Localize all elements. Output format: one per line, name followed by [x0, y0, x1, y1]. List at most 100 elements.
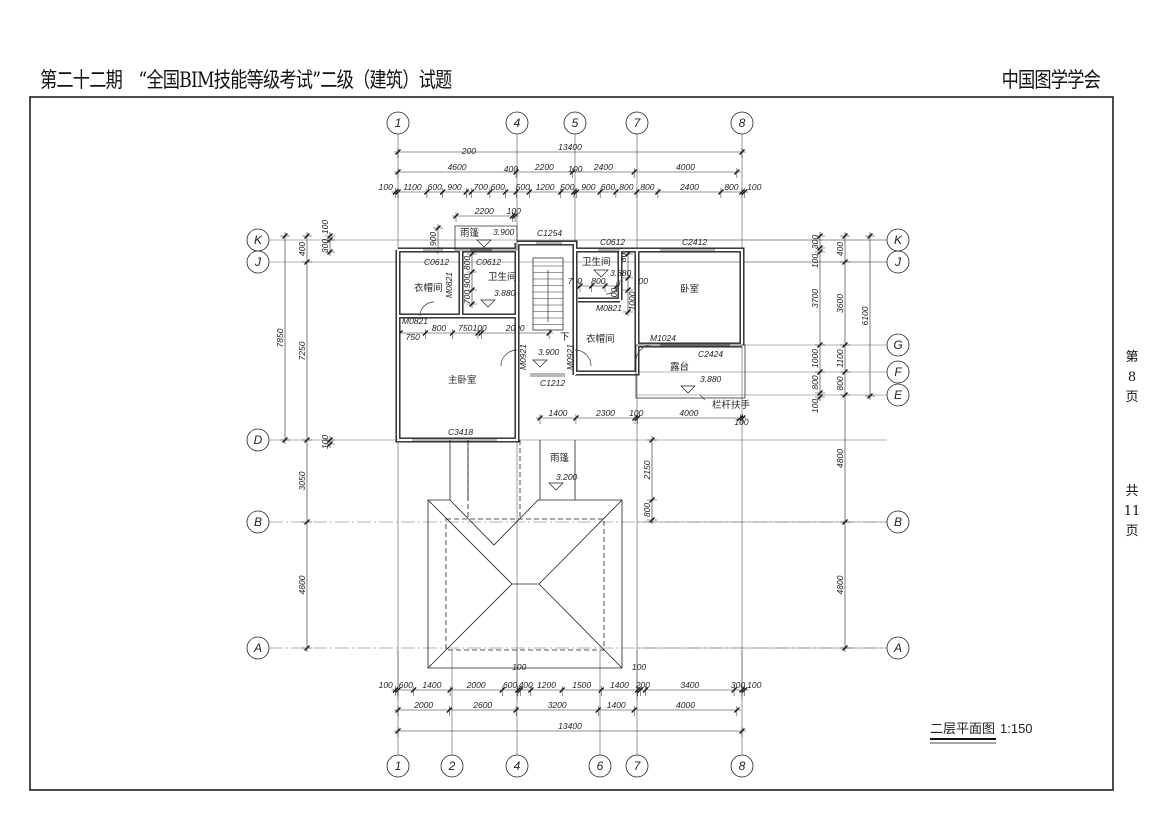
dim-label: 600	[601, 182, 615, 192]
dim-label: 1000	[627, 291, 637, 310]
dim-label: 1200	[537, 680, 556, 690]
dim-label: 900	[581, 182, 595, 192]
axis-label: A	[253, 641, 262, 655]
dim-label: 800	[432, 323, 446, 333]
axis-bubble-D: D	[246, 428, 270, 452]
axis-bubble-E: E	[886, 383, 910, 407]
dim-label: 200	[635, 680, 650, 690]
axis-bubble-B: B	[886, 510, 910, 534]
axis-circle	[505, 754, 529, 778]
door-tag: M0821	[444, 272, 454, 298]
axis-label: D	[254, 433, 263, 447]
dim-label: 4000	[679, 408, 698, 418]
dim-label: 2300	[595, 408, 615, 418]
axis-label: 1	[395, 759, 402, 773]
dim-label: 4600	[448, 162, 467, 172]
dim-label: 4000	[676, 700, 695, 710]
axis-bubble-4: 4	[505, 754, 529, 778]
dim-label: 500	[516, 182, 530, 192]
dim-label: 1500	[572, 680, 591, 690]
axis-bubble-1: 1	[386, 754, 410, 778]
axis-bubble-7: 7	[625, 754, 649, 778]
dim-label: 600	[399, 680, 413, 690]
dim-label: 750	[406, 332, 420, 342]
dim-label: 900	[462, 274, 472, 288]
axis-label: J	[894, 255, 902, 269]
dim-label: 100	[379, 182, 393, 192]
window-tag: C2424	[698, 349, 723, 359]
dim-label: 2200	[474, 206, 494, 216]
drawing-title: 二层平面图 1:150	[930, 721, 1033, 744]
window-tag: C3418	[448, 427, 473, 437]
dim-label: 800	[810, 375, 820, 389]
dim-label: 100	[507, 206, 521, 216]
elevation-label: 3.880	[700, 374, 722, 384]
axis-bubble-K: K	[886, 228, 910, 252]
dim-label: 100	[632, 662, 646, 672]
axis-circle	[886, 383, 910, 407]
axis-circle	[886, 333, 910, 357]
axis-bubble-6: 6	[588, 754, 612, 778]
room-label-bathroom: 卫生间	[582, 256, 611, 268]
dim-label: 100	[747, 680, 761, 690]
door-tag: M0821	[596, 303, 622, 313]
dim-label: 100	[379, 680, 393, 690]
window-tag: C0612	[424, 257, 449, 267]
axis-label: K	[894, 233, 903, 247]
window-tag: C0612	[476, 257, 501, 267]
dim-label: 900	[447, 182, 461, 192]
window-tag: C2412	[682, 237, 707, 247]
axis-circle	[886, 250, 910, 274]
room-label-closet: 衣帽间	[586, 333, 615, 345]
dim-label: 2400	[679, 182, 699, 192]
dim-label: 3600	[835, 294, 845, 313]
dim-label: 100	[320, 435, 330, 449]
axis-bubble-J: J	[886, 250, 910, 274]
axis-label: 7	[634, 759, 642, 773]
axis-bubble-2: 2	[440, 754, 464, 778]
dim-label: 800	[619, 182, 633, 192]
dim-label: 2000	[413, 700, 433, 710]
axis-bubble-7: 7	[625, 111, 649, 135]
dim-label: 7850	[275, 328, 285, 347]
dim-label: 1100	[403, 182, 422, 192]
dim-label: 700	[634, 276, 648, 286]
page-total: 共 11 页	[1122, 482, 1142, 542]
dim-label: 800	[642, 503, 652, 517]
door-tag: M0921	[565, 344, 575, 370]
stair-direction-label: 下	[560, 332, 570, 343]
elevation-label: 3.880	[610, 268, 632, 278]
axis-bubble-G: G	[886, 333, 910, 357]
dim-label: 200	[461, 146, 476, 156]
organization-name: 中国图学学会	[1001, 68, 1101, 92]
elevation-label: 3.900	[493, 227, 515, 237]
stair	[532, 257, 564, 331]
door-tag: M0921	[518, 344, 528, 370]
axis-label: F	[894, 365, 902, 379]
dim-label: 400	[519, 680, 533, 690]
dim-label: 13400	[558, 721, 582, 731]
axis-bubble-J: J	[246, 250, 270, 274]
dim-label: 100	[810, 254, 820, 268]
dim-label: 900	[428, 232, 438, 246]
axis-bubble-8: 8	[730, 111, 754, 135]
dim-label: 4800	[835, 449, 845, 468]
axis-bubble-A: A	[886, 636, 910, 660]
dim-label: 2000	[466, 680, 486, 690]
axis-bubble-1: 1	[386, 111, 410, 135]
room-label-terrace: 露台	[670, 361, 689, 373]
axis-bubble-4: 4	[505, 111, 529, 135]
page-label: 第	[1125, 350, 1139, 365]
dimension-lines: 13400 4600 2200 2400 4000 100 1100 600 900 200 700…	[275, 142, 875, 737]
axis-label: J	[254, 255, 262, 269]
dim-label: 300	[731, 680, 745, 690]
dim-label: 600	[491, 182, 505, 192]
dim-label: 100	[473, 323, 487, 333]
axis-label: 5	[572, 116, 579, 130]
entrance-canopy-roof	[427, 225, 623, 669]
dim-label: 1400	[549, 408, 568, 418]
dim-label: 800	[618, 248, 628, 262]
dim-label: 400	[504, 164, 518, 174]
elevation-label: 3.200	[556, 472, 578, 482]
